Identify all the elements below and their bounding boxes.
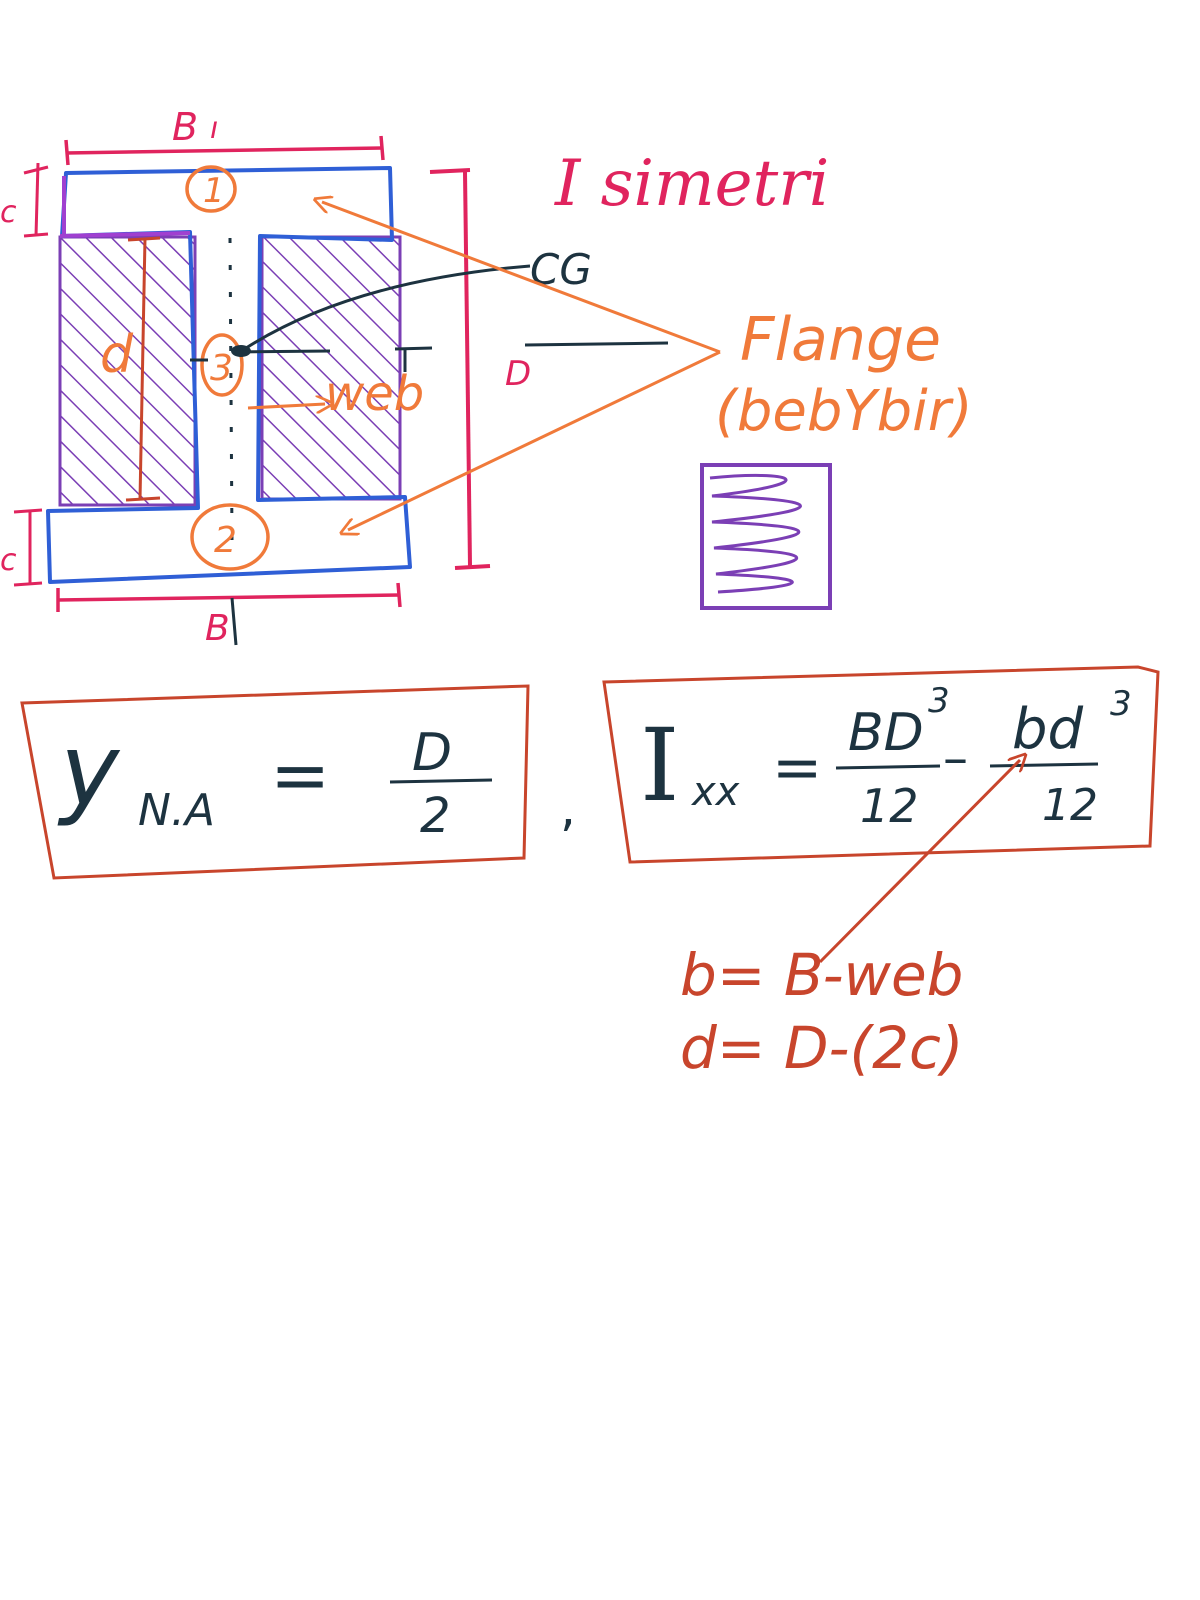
ixx-term1-denominator: 12 bbox=[860, 779, 919, 833]
ixx-term2-bar bbox=[989, 762, 1099, 768]
shaded-square bbox=[700, 463, 832, 610]
top-flange-underline bbox=[59, 231, 191, 238]
right-void-hatched bbox=[260, 235, 402, 501]
top-width-tick-left bbox=[64, 139, 70, 166]
web-label: web bbox=[325, 366, 424, 422]
inner-height-tick-bottom bbox=[125, 496, 161, 502]
overall-depth-dim-line bbox=[463, 171, 472, 567]
top-c-tick-top bbox=[23, 165, 49, 175]
web-thickness-tick-top bbox=[394, 346, 433, 351]
inner-height-tick-top bbox=[127, 236, 161, 242]
bottom-c-tick-top bbox=[13, 508, 43, 514]
top-c-label: c bbox=[0, 195, 17, 230]
top-c-dim-line bbox=[34, 162, 40, 237]
ixx-minus: – bbox=[943, 729, 968, 787]
na-fraction-bar bbox=[389, 778, 493, 784]
bottom-c-tick-bottom bbox=[13, 581, 43, 587]
formula-1-box bbox=[20, 684, 530, 880]
region-2-label: 2 bbox=[214, 520, 237, 561]
na-lhs-subscript: N.A bbox=[138, 785, 215, 836]
cg-label: CG bbox=[530, 245, 592, 294]
ixx-lhs-symbol: I bbox=[640, 707, 680, 824]
i-section-diagram: B ı B c c d D 1 3 2 bbox=[0, 105, 531, 649]
bottom-width-label: B bbox=[205, 608, 230, 649]
top-width-mark: ı bbox=[210, 111, 218, 146]
centroid-horizontal bbox=[231, 349, 331, 354]
inner-height-dim-line bbox=[138, 237, 147, 501]
flange-label: Flange bbox=[740, 305, 941, 375]
region-3-circle bbox=[200, 333, 244, 397]
top-c-tick-bottom bbox=[23, 232, 49, 238]
bottom-width-tick-right bbox=[396, 582, 402, 608]
i-section-outline bbox=[46, 166, 412, 584]
overall-depth-tick-bottom bbox=[454, 564, 491, 570]
flange-arrow-top bbox=[322, 202, 721, 354]
ixx-term2-denominator: 12 bbox=[1042, 780, 1098, 831]
cg-leader-line bbox=[242, 264, 531, 352]
region-3-label: 3 bbox=[210, 348, 233, 389]
left-void-hatched bbox=[58, 235, 197, 507]
ixx-equals: = bbox=[772, 733, 822, 803]
ixx-term1-numerator: BD bbox=[848, 703, 924, 763]
ixx-term2-numerator: bd bbox=[1012, 697, 1084, 762]
bottom-c-label: c bbox=[0, 543, 17, 578]
overall-depth-tick-top bbox=[429, 168, 471, 174]
formula-separator: , bbox=[560, 779, 576, 837]
formula-moment-of-inertia: I xx = BD 3 12 – bd 3 12 bbox=[602, 665, 1160, 864]
na-lhs-symbol: y bbox=[57, 712, 121, 829]
top-width-tick-right bbox=[379, 135, 385, 161]
definition-d: d= D-(2c) bbox=[680, 1014, 964, 1082]
region-1-label: 1 bbox=[203, 171, 225, 211]
inner-height-label: d bbox=[100, 325, 134, 385]
d-leader-line bbox=[524, 341, 669, 347]
overall-depth-label: D bbox=[505, 354, 531, 394]
definition-arrow bbox=[818, 760, 1020, 964]
definition-b: b= B-web bbox=[680, 941, 964, 1009]
ixx-lhs-subscript: xx bbox=[690, 769, 740, 815]
formula-2-box bbox=[602, 665, 1160, 864]
bottom-width-pointer bbox=[230, 597, 238, 646]
flange-arrow-bottom bbox=[348, 350, 721, 530]
top-width-dim-line bbox=[65, 146, 384, 155]
na-numerator: D bbox=[412, 723, 452, 783]
ixx-term1-bar bbox=[835, 764, 941, 770]
na-equals: = bbox=[270, 733, 330, 817]
na-denominator: 2 bbox=[420, 788, 451, 844]
formula-neutral-axis: y N.A = D 2 bbox=[20, 684, 530, 880]
ixx-term1-exponent: 3 bbox=[928, 681, 950, 721]
top-width-label: B bbox=[172, 105, 198, 149]
annotations: I simetri CG web Flange (bebYbir) bbox=[242, 147, 973, 610]
bottom-width-dim-line bbox=[57, 593, 401, 602]
definitions: b= B-web d= D-(2c) bbox=[680, 760, 1020, 1082]
section-title: I simetri bbox=[554, 147, 829, 221]
flange-note: (bebYbir) bbox=[715, 379, 973, 444]
region-2-circle bbox=[190, 503, 270, 571]
region-1-circle bbox=[185, 165, 237, 213]
web-arrow bbox=[247, 404, 325, 408]
ixx-term2-exponent: 3 bbox=[1110, 684, 1132, 724]
